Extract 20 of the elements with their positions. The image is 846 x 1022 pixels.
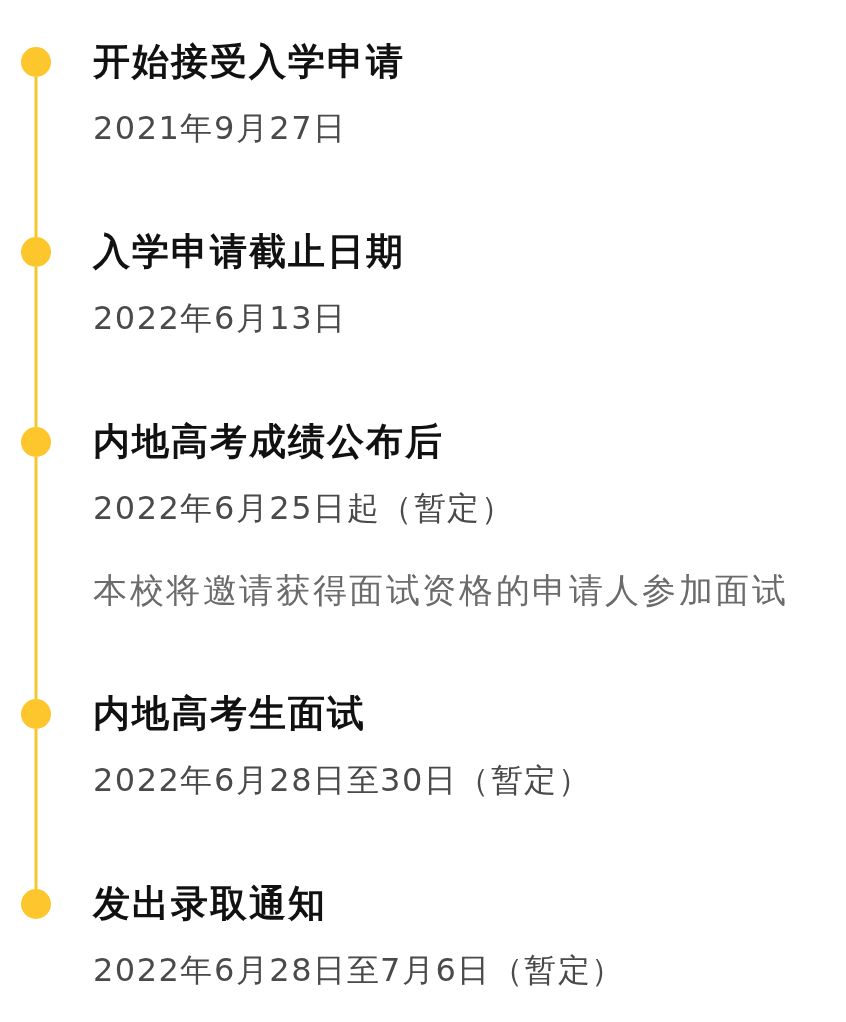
- timeline-dot: [21, 237, 51, 267]
- timeline-line: [34, 729, 38, 889]
- event-title: 发出录取通知: [93, 881, 327, 927]
- event-date: 2021年9月27日: [93, 108, 347, 149]
- event-note: 本校将邀请获得面试资格的申请人参加面试: [93, 569, 789, 611]
- event-date: 2022年6月28日至30日（暂定）: [93, 760, 592, 801]
- event-title: 开始接受入学申请: [93, 39, 405, 85]
- timeline-line: [34, 457, 38, 699]
- event-date: 2022年6月13日: [93, 298, 347, 339]
- event-title: 内地高考生面试: [93, 691, 366, 737]
- event-date: 2022年6月25日起（暂定）: [93, 488, 514, 529]
- timeline-dot: [21, 699, 51, 729]
- event-title: 内地高考成绩公布后: [93, 419, 444, 465]
- timeline-dot: [21, 889, 51, 919]
- event-date: 2022年6月28日至7月6日（暂定）: [93, 950, 625, 991]
- timeline-dot: [21, 427, 51, 457]
- timeline-dot: [21, 47, 51, 77]
- timeline-line: [34, 267, 38, 427]
- event-title: 入学申请截止日期: [93, 229, 405, 275]
- timeline-line: [34, 77, 38, 237]
